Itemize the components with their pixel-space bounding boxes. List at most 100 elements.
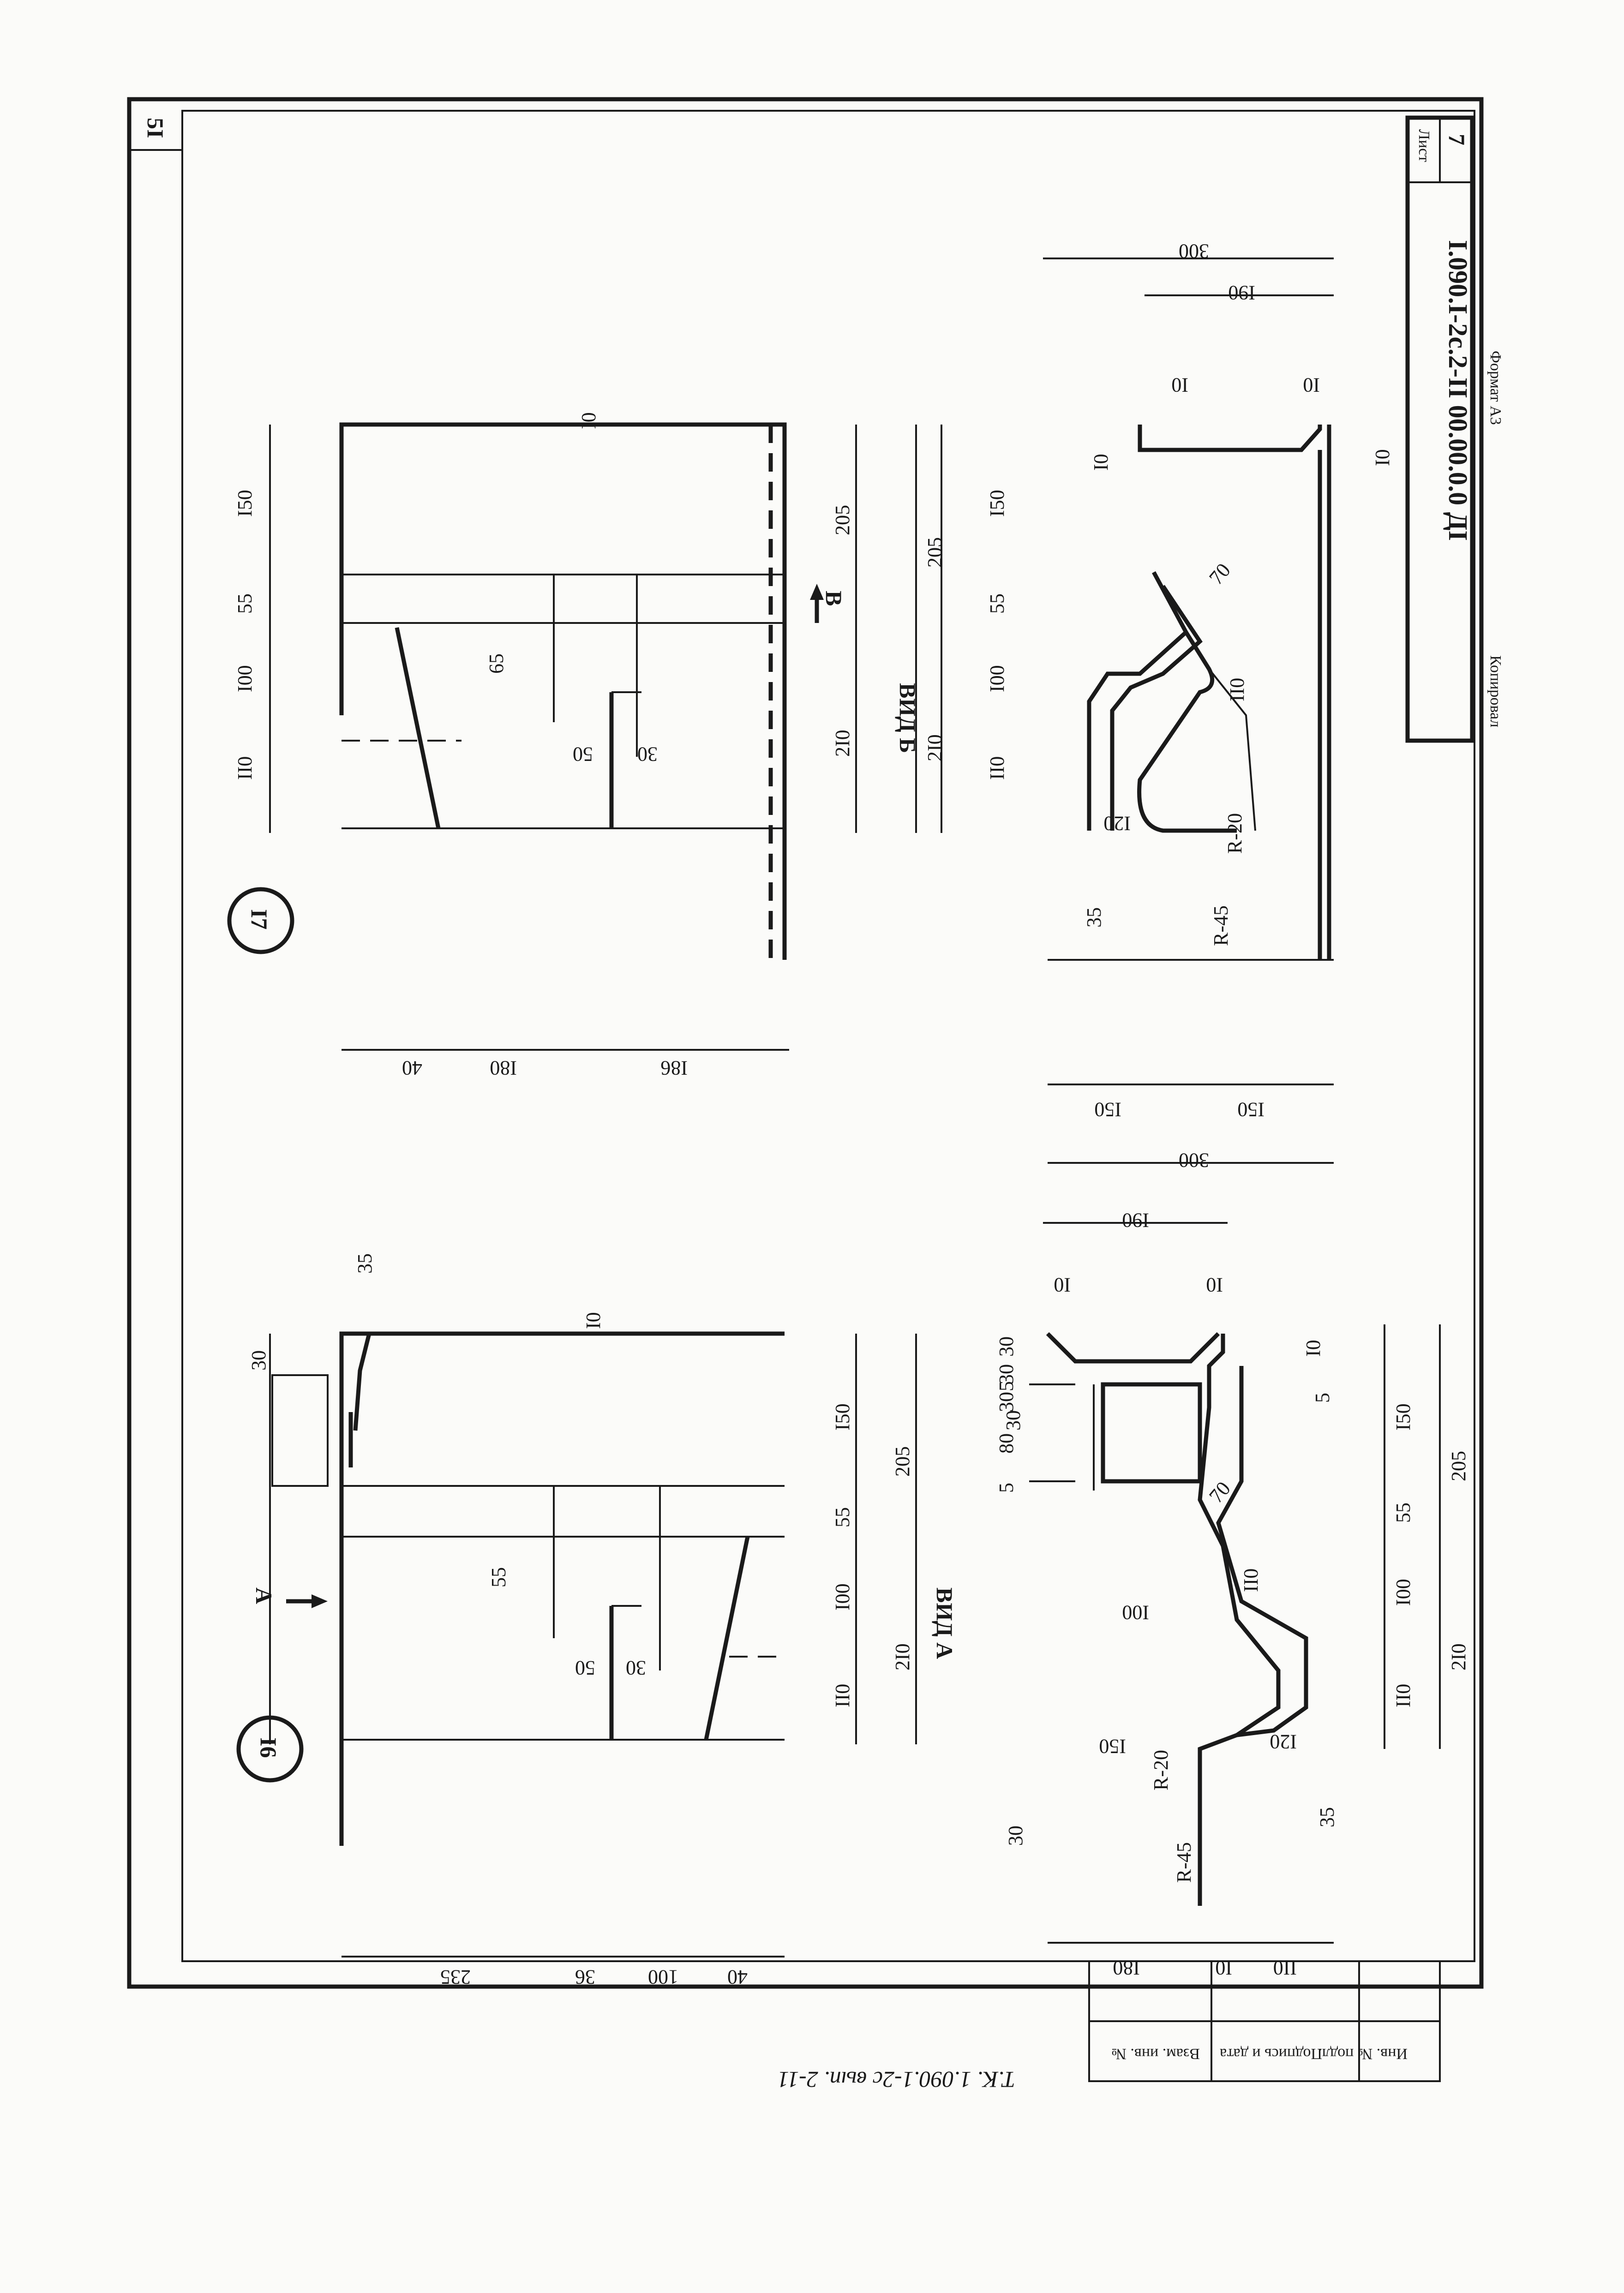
list-number: 7 (1444, 134, 1470, 145)
d16-dim-side-2: 55 (831, 1507, 854, 1527)
detail-17-marker-label: I7 (246, 909, 272, 929)
detail-16-elevation (271, 1331, 785, 1846)
title-block (1405, 115, 1474, 743)
d17v-dim-side-1: I00 (986, 665, 1008, 692)
d17v-dim-total-0: 2I0 (923, 734, 946, 761)
d16-dim-top-2: 36 (575, 1966, 595, 1988)
detail-16-dim-lines (269, 1334, 917, 1958)
d17-dim-misc-3: 30 (637, 743, 658, 766)
d16v-dim-left-0: II0 (1273, 1957, 1297, 1979)
d16-dim-misc-3: 55 (487, 1567, 510, 1587)
d16v-dim-misc-2: 5 (995, 1483, 1018, 1493)
view-a-arrow-label: A (251, 1587, 277, 1604)
view-b-arrow (810, 584, 824, 623)
d17v-dim-misc-6: R-45 (1210, 905, 1232, 946)
list-label: Лист (1415, 129, 1432, 162)
format-label: Формат А3 (1487, 351, 1504, 425)
stamp-vzam-inv: Взам. инв. № (1111, 2045, 1200, 2062)
d17v-dim-right-0: 300 (1179, 240, 1209, 263)
d17v-dim-misc-1: I0 (1371, 449, 1394, 466)
d16v-dim-misc-14: 30 (1004, 1826, 1027, 1846)
d16v-dim-misc-1: 30 (995, 1392, 1018, 1412)
d17v-dim-misc-3: II0 (1226, 678, 1248, 701)
sheet-frame (127, 97, 1484, 1989)
d17-dim-side-0: II0 (234, 756, 256, 780)
d17v-dim-left-1: I50 (1237, 1098, 1264, 1121)
stamp-block (1088, 1960, 1441, 2082)
d16v-dim-side-1: I00 (1392, 1579, 1414, 1606)
d17-dim-side-1: I00 (234, 665, 256, 692)
d17v-dim-total-1: 205 (923, 537, 946, 568)
copied-label: Копировал (1487, 655, 1504, 727)
d17v-dim-right-1: I90 (1228, 281, 1255, 304)
d16v-dim-side-0: II0 (1392, 1684, 1414, 1707)
d17-dim-top-1: I80 (490, 1057, 517, 1079)
d16v-dim-misc-16: 5 (1311, 1393, 1334, 1403)
d17-dim-misc-0: I0 (577, 412, 600, 429)
d16-dim-top-0: 40 (727, 1966, 748, 1988)
d16v-dim-right-0: 300 (1179, 1149, 1209, 1172)
d17-dim-misc-1: 65 (485, 653, 508, 674)
d16-dim-misc-4: 50 (575, 1657, 595, 1679)
d16v-dim-misc-0: 30 (995, 1336, 1018, 1357)
d17-dim-total-1: 205 (831, 505, 854, 535)
view-a-dim-lines (1043, 1162, 1441, 1944)
page-number: 5I (143, 118, 168, 138)
d16-dim-misc-1: 35 (354, 1253, 376, 1274)
d16v-dim-right-2: I0 (1054, 1274, 1071, 1296)
d17-dim-total-0: 2I0 (831, 730, 854, 757)
footer-text: Т.К. 1.090.1-2с вып. 2-11 (778, 2067, 1015, 2093)
view-a-section (1029, 1332, 1308, 1906)
detail-17-marker (227, 887, 294, 954)
d16v-dim-misc-10: I20 (1270, 1730, 1297, 1753)
drawing-designation: I.090.I-2c.2-II 00.00.0.0 ДI (1443, 240, 1473, 541)
view-b-dim-lines (941, 257, 1334, 1085)
d17v-dim-misc-0: I0 (1090, 454, 1112, 471)
d16v-dim-total-0: 2I0 (1447, 1643, 1470, 1670)
d16v-dim-misc-15: I0 (1302, 1340, 1324, 1357)
d16v-dim-misc-4: 5 (995, 1381, 1018, 1391)
d17-dim-misc-2: 50 (573, 743, 593, 766)
stamp-inv-orig: Инв. № подл. (1318, 2045, 1408, 2062)
d17v-dim-misc-7: 35 (1083, 907, 1105, 928)
d16-dim-side-3: I50 (831, 1403, 854, 1431)
detail-16-marker-label: I6 (256, 1737, 282, 1758)
d17-dim-top-0: I86 (660, 1057, 688, 1079)
d16v-dim-total-1: 205 (1447, 1451, 1470, 1481)
d17v-dim-right-3: I0 (1303, 374, 1320, 396)
d17v-dim-misc-2: 70 (1205, 559, 1235, 589)
d16v-dim-side-2: 55 (1392, 1503, 1414, 1523)
d16-dim-top-1: 100 (648, 1966, 678, 1988)
d16v-dim-misc-11: R-20 (1150, 1750, 1172, 1790)
d17-dim-side-2: 55 (234, 593, 256, 614)
d17-dim-top-2: 40 (402, 1057, 422, 1079)
d16-dim-side-1: I00 (831, 1583, 854, 1610)
view-a-arrow (286, 1594, 328, 1608)
d16v-dim-misc-9: I50 (1099, 1735, 1126, 1758)
view-b-section (1087, 425, 1331, 960)
d16v-dim-side-3: I50 (1392, 1403, 1414, 1431)
d16v-dim-left-1: I0 (1215, 1957, 1232, 1979)
d16v-dim-misc-3: 80 (995, 1433, 1018, 1454)
d17v-dim-right-2: I0 (1171, 374, 1188, 396)
d17v-dim-side-2: 55 (986, 593, 1008, 614)
view-b-label: ВИД Б (895, 683, 921, 753)
d16v-dim-misc-7: II0 (1240, 1569, 1262, 1592)
d16-dim-misc-5: 30 (626, 1657, 646, 1679)
view-b-arrow-label: B (821, 591, 847, 606)
d16-dim-top-3: 235 (440, 1966, 471, 1988)
d17v-dim-side-0: II0 (986, 756, 1008, 780)
d16v-dim-misc-13: 35 (1316, 1807, 1338, 1827)
d16v-dim-right-3: I0 (1206, 1274, 1223, 1296)
d16v-dim-right-1: I90 (1122, 1209, 1149, 1232)
d16-dim-side-0: II0 (831, 1684, 854, 1707)
d17v-dim-misc-5: R-20 (1223, 813, 1246, 854)
d17v-dim-left-0: I50 (1094, 1098, 1121, 1121)
d17-dim-side-3: I50 (234, 490, 256, 517)
d16-dim-misc-0: 30 (247, 1350, 270, 1371)
d17v-dim-side-3: I50 (986, 490, 1008, 517)
d16v-dim-misc-17: 30 (1002, 1410, 1025, 1431)
d16v-dim-left-2: I80 (1113, 1957, 1140, 1979)
stamp-sign-date: Подпись и дата (1220, 2045, 1322, 2062)
